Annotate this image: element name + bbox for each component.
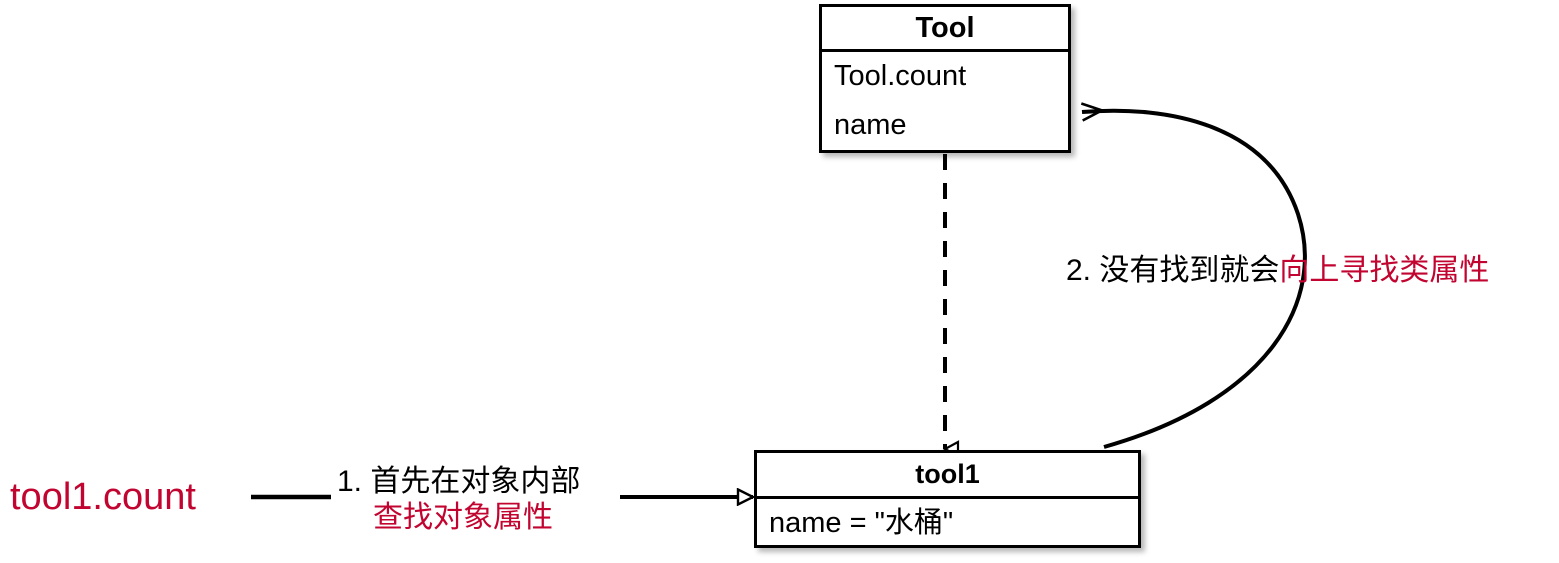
attribute-row: name = "水桶"	[769, 507, 954, 539]
attribute-row: name	[834, 109, 907, 141]
class-box-tool[interactable]: Tool Tool.count name	[819, 4, 1071, 153]
class-box-tool1[interactable]: tool1 name = "水桶"	[754, 450, 1141, 548]
step-2-annotation: 2. 没有找到就会向上寻找类属性	[1066, 252, 1489, 290]
class-name-tool1: tool1	[757, 453, 1138, 499]
attribute-row: Tool.count	[834, 60, 967, 92]
expression-label: tool1.count	[10, 476, 196, 518]
class-attributes-tool1: name = "水桶"	[757, 499, 1138, 548]
step-2-line-accent: 向上寻找类属性	[1279, 254, 1490, 287]
class-name-tool: Tool	[822, 7, 1068, 52]
step-1-annotation: 1. 首先在对象内部 查找对象属性	[337, 464, 580, 536]
step-1-line-black: 1. 首先在对象内部	[337, 465, 581, 498]
step-1-line-accent: 查找对象属性	[373, 501, 553, 534]
class-attributes-tool: Tool.count name	[822, 52, 1068, 150]
step-2-line-black: 2. 没有找到就会	[1066, 254, 1280, 287]
